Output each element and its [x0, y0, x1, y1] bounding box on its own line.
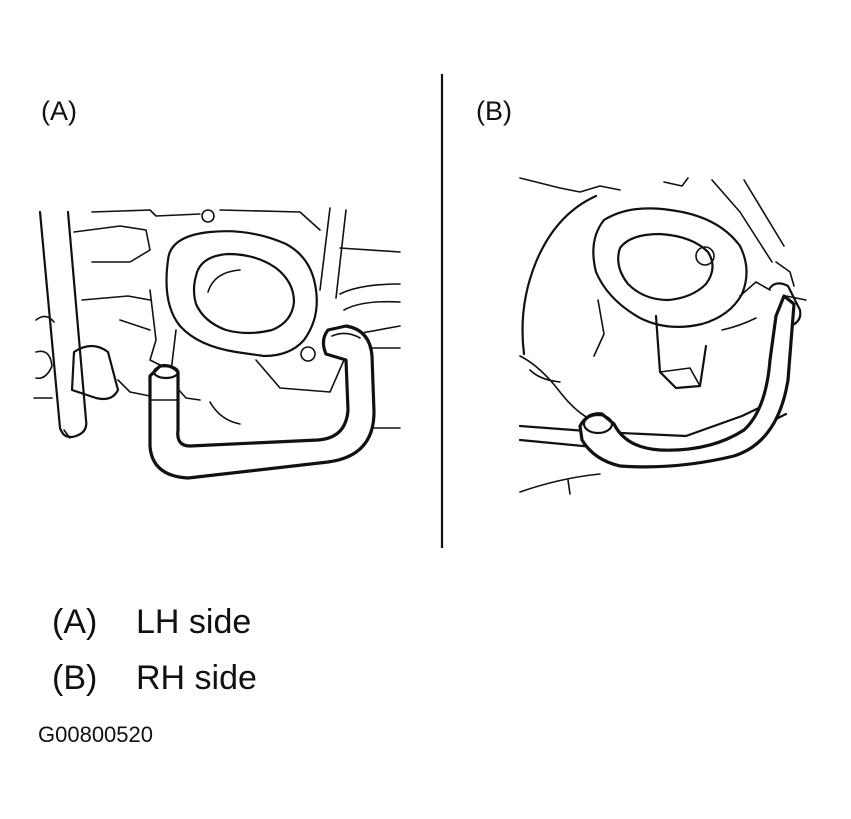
panel-a-label: (A) — [41, 96, 77, 126]
legend-row-lh: (A) LH side — [52, 603, 251, 642]
legend-row-rh: (B) RH side — [52, 659, 257, 698]
legend-key: (A) — [52, 603, 98, 641]
legend-text: LH side — [136, 603, 252, 641]
figure-code: G00800520 — [38, 722, 153, 747]
legend-text: RH side — [136, 659, 257, 697]
lh-side-illustration — [33, 207, 401, 480]
rh-side-illustration — [518, 177, 807, 495]
legend-key: (B) — [52, 659, 98, 697]
panel-b-label: (B) — [476, 96, 512, 126]
